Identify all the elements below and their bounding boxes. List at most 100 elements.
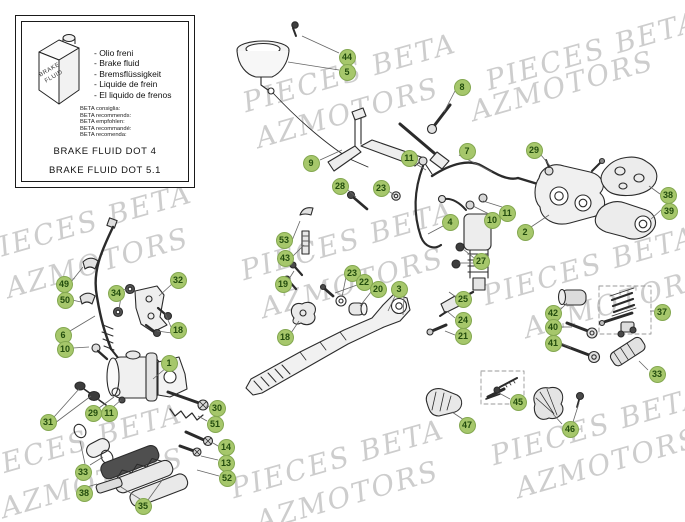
leader-line	[287, 61, 340, 71]
leader-line	[560, 342, 572, 349]
callout-10[interactable]: 10	[483, 211, 501, 229]
callout-19[interactable]: 19	[274, 275, 292, 293]
callout-52[interactable]: 52	[218, 469, 236, 487]
part-cap-screw	[533, 386, 585, 420]
part-rear-caliper	[534, 157, 606, 225]
callout-21[interactable]: 21	[454, 327, 472, 345]
part-grommets	[112, 283, 136, 318]
callout-3[interactable]: 3	[390, 280, 408, 298]
leader-line	[290, 220, 301, 244]
callout-27[interactable]: 27	[472, 252, 490, 270]
leader-line	[472, 205, 490, 215]
callout-9[interactable]: 9	[302, 154, 320, 172]
callout-6[interactable]: 6	[54, 326, 72, 344]
leader-line	[197, 415, 208, 422]
callout-38[interactable]: 38	[659, 186, 677, 204]
callout-53[interactable]: 53	[275, 231, 293, 249]
callout-4[interactable]: 4	[441, 213, 459, 231]
fluid-name: - Olio freni	[94, 48, 134, 58]
leader-line	[79, 440, 86, 465]
callout-29[interactable]: 29	[525, 141, 543, 159]
callout-47[interactable]: 47	[458, 416, 476, 434]
callout-37[interactable]: 37	[653, 303, 671, 321]
leader-line	[443, 90, 456, 113]
callout-32[interactable]: 32	[169, 271, 187, 289]
beta-recommendation: BETA empfohlen:	[80, 119, 125, 126]
callout-45[interactable]: 45	[509, 393, 527, 411]
callout-40[interactable]: 40	[544, 318, 562, 336]
leader-line	[341, 276, 347, 298]
beta-recommendation: BETA recomenda:	[80, 132, 127, 139]
brake-fluid-info-box: BRAKE FLUID - Olio freni - Brake fluid -…	[15, 15, 195, 188]
leader-line	[69, 315, 96, 332]
callout-51[interactable]: 51	[206, 415, 224, 433]
callout-8[interactable]: 8	[453, 78, 471, 96]
leader-line	[89, 456, 104, 466]
callout-35[interactable]: 35	[134, 497, 152, 515]
callout-2[interactable]: 2	[516, 223, 534, 241]
callout-43[interactable]: 43	[276, 249, 294, 267]
callout-34[interactable]: 34	[107, 284, 125, 302]
callout-29[interactable]: 29	[84, 404, 102, 422]
callout-39[interactable]: 39	[660, 202, 678, 220]
leader-line	[301, 35, 340, 54]
callout-41[interactable]: 41	[544, 334, 562, 352]
leader-line	[402, 296, 405, 316]
callout-13[interactable]: 13	[217, 454, 235, 472]
beta-recommendations-list: BETA consiglia: BETA recommends: BETA em…	[80, 106, 131, 139]
callout-25[interactable]: 25	[454, 290, 472, 308]
leader-line	[70, 266, 84, 283]
callout-33[interactable]: 33	[74, 463, 92, 481]
callout-11[interactable]: 11	[400, 149, 418, 167]
part-adjuster	[609, 326, 646, 367]
leader-line	[288, 270, 295, 280]
leader-line	[447, 311, 456, 319]
leader-line	[347, 189, 357, 198]
callout-23[interactable]: 23	[372, 179, 390, 197]
part-reservoir-cap-screw	[291, 21, 299, 37]
part-caliper-mount	[600, 156, 658, 197]
callout-20[interactable]: 20	[369, 280, 387, 298]
leader-line	[147, 478, 164, 501]
dot4-spec: BRAKE FLUID DOT 4	[53, 146, 157, 157]
part-fitting-nuts	[465, 193, 488, 210]
leader-line	[359, 291, 372, 307]
callout-30[interactable]: 30	[208, 399, 226, 417]
callout-42[interactable]: 42	[544, 304, 562, 322]
callout-50[interactable]: 50	[56, 291, 74, 309]
part-hose-clips	[79, 257, 99, 305]
callout-31[interactable]: 31	[39, 413, 57, 431]
callout-18[interactable]: 18	[276, 328, 294, 346]
callout-46[interactable]: 46	[561, 420, 579, 438]
callout-44[interactable]: 44	[338, 48, 356, 66]
callout-1[interactable]: 1	[160, 354, 178, 372]
leader-lines	[53, 35, 662, 501]
leader-line	[572, 402, 580, 423]
leader-line	[638, 360, 649, 371]
leader-line	[291, 244, 305, 258]
callout-14[interactable]: 14	[217, 438, 235, 456]
leader-line	[98, 396, 115, 409]
leader-line	[212, 442, 219, 447]
info-box-inner-frame: BRAKE FLUID - Olio freni - Brake fluid -…	[21, 21, 189, 182]
part-caliper-bracket	[594, 201, 656, 240]
leader-line	[540, 154, 552, 168]
callout-7[interactable]: 7	[458, 142, 476, 160]
callout-38[interactable]: 38	[75, 484, 93, 502]
callout-24[interactable]: 24	[454, 311, 472, 329]
callout-10[interactable]: 10	[56, 340, 74, 358]
callout-5[interactable]: 5	[338, 63, 356, 81]
callout-11[interactable]: 11	[100, 404, 118, 422]
callout-22[interactable]: 22	[355, 273, 373, 291]
callout-11[interactable]: 11	[498, 204, 516, 222]
callout-49[interactable]: 49	[55, 275, 73, 293]
callout-33[interactable]: 33	[648, 365, 666, 383]
leader-line	[530, 214, 550, 228]
callout-28[interactable]: 28	[331, 177, 349, 195]
part-pushrod-bushing-bolts	[557, 288, 601, 364]
part-hose-bracket	[134, 285, 168, 333]
beta-recommendation: BETA recommends:	[80, 112, 132, 119]
leader-line	[498, 392, 511, 400]
callout-18[interactable]: 18	[169, 321, 187, 339]
